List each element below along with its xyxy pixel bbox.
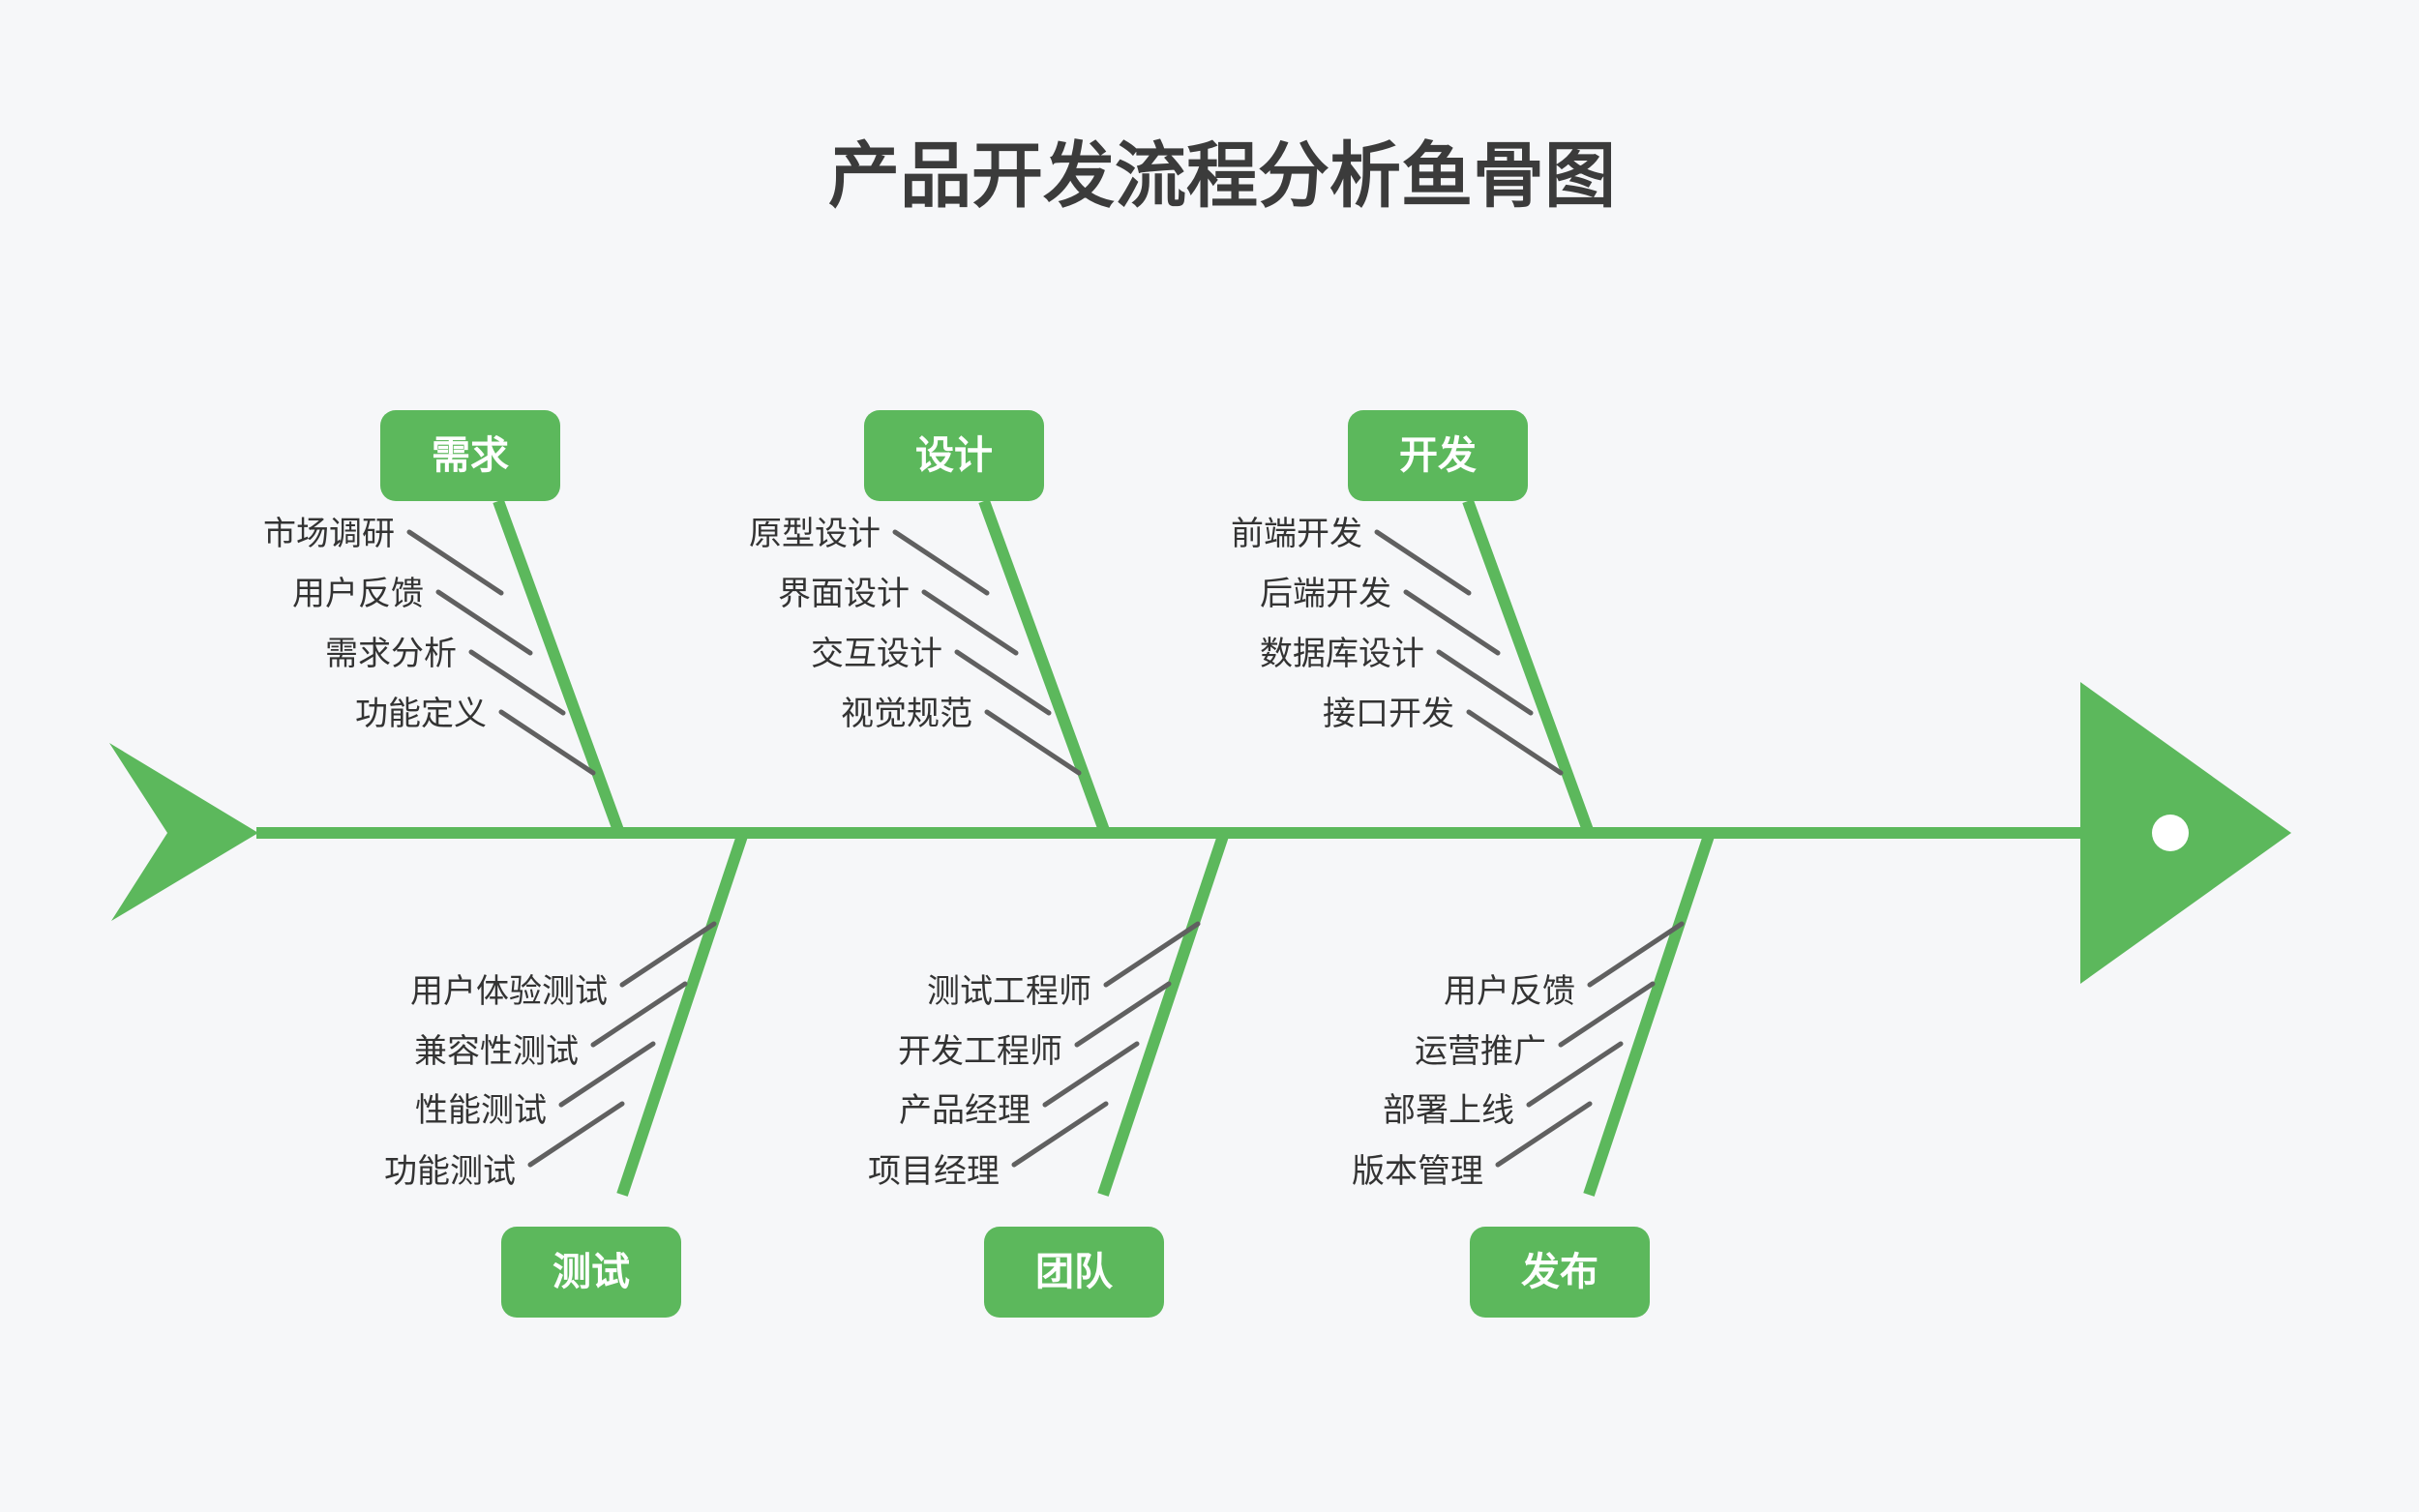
- category-box-top-1: [864, 410, 1044, 501]
- cause-tick: [954, 649, 1052, 716]
- category-box-bottom-0: [501, 1227, 681, 1318]
- category-box-bottom-1: [984, 1227, 1164, 1318]
- cause-item: 后端开发: [1260, 576, 1391, 612]
- cause-item: 部署上线: [1383, 1092, 1514, 1129]
- cause-tick: [1558, 981, 1656, 1048]
- cause-item: 前端开发: [1231, 516, 1362, 552]
- cause-item: 用户体验测试: [410, 973, 608, 1010]
- cause-tick: [558, 1041, 656, 1108]
- cause-tick: [1466, 709, 1564, 776]
- cause-item: 接口开发: [1323, 696, 1454, 732]
- cause-tick: [590, 981, 688, 1048]
- rib-top-1: [978, 498, 1111, 836]
- cause-tick: [1403, 589, 1501, 656]
- category-label-top-0: 需求: [432, 434, 509, 477]
- cause-tick: [498, 709, 596, 776]
- fish-eye: [2152, 815, 2189, 851]
- cause-item: 用户反馈: [292, 576, 424, 612]
- fish-tail: [109, 743, 258, 921]
- rib-top-2: [1462, 498, 1595, 836]
- rib-bottom-0: [616, 831, 749, 1197]
- cause-item: 版本管理: [1352, 1153, 1483, 1190]
- cause-item: 用户反馈: [1444, 973, 1575, 1010]
- cause-item: 测试工程师: [927, 973, 1091, 1010]
- cause-tick: [468, 649, 566, 716]
- cause-tick: [892, 529, 990, 596]
- cause-item: 市场调研: [263, 516, 395, 552]
- cause-tick: [1495, 1101, 1593, 1168]
- rib-top-0: [493, 498, 625, 836]
- cause-item: 项目经理: [868, 1153, 1000, 1190]
- category-label-top-2: 开发: [1399, 434, 1477, 477]
- rib-bottom-2: [1583, 831, 1716, 1197]
- cause-item: 交互设计: [811, 636, 942, 672]
- cause-item: 开发工程师: [898, 1033, 1062, 1070]
- cause-tick: [1587, 921, 1685, 988]
- diagram-title: 产品开发流程分析鱼骨图: [828, 135, 1616, 216]
- cause-tick: [1526, 1041, 1624, 1108]
- cause-item: 运营推广: [1415, 1033, 1546, 1070]
- cause-item: 界面设计: [778, 576, 910, 612]
- cause-tick: [1374, 529, 1472, 596]
- cause-tick: [984, 709, 1082, 776]
- cause-item: 功能测试: [384, 1153, 516, 1190]
- cause-item: 需求分析: [325, 636, 457, 672]
- category-label-bottom-0: 测试: [552, 1251, 630, 1293]
- cause-item: 兼容性测试: [414, 1033, 579, 1070]
- cause-tick: [921, 589, 1019, 656]
- cause-tick: [1042, 1041, 1140, 1108]
- cause-tick: [406, 529, 504, 596]
- cause-tick: [1011, 1101, 1109, 1168]
- cause-tick: [435, 589, 533, 656]
- category-label-bottom-1: 团队: [1035, 1251, 1114, 1293]
- cause-tick: [619, 921, 717, 988]
- category-box-top-2: [1348, 410, 1528, 501]
- category-label-top-1: 设计: [915, 434, 993, 477]
- cause-item: 性能测试: [415, 1092, 547, 1129]
- cause-item: 视觉规范: [841, 696, 972, 732]
- cause-tick: [1103, 921, 1201, 988]
- cause-tick: [1436, 649, 1534, 716]
- cause-tick: [527, 1101, 625, 1168]
- category-label-bottom-2: 发布: [1521, 1251, 1598, 1293]
- category-box-top-0: [380, 410, 560, 501]
- category-box-bottom-2: [1470, 1227, 1650, 1318]
- cause-item: 产品经理: [899, 1092, 1030, 1129]
- cause-item: 数据库设计: [1260, 636, 1424, 672]
- cause-tick: [1074, 981, 1172, 1048]
- cause-item: 原型设计: [749, 516, 881, 552]
- cause-item: 功能定义: [355, 696, 487, 732]
- rib-bottom-1: [1097, 831, 1230, 1197]
